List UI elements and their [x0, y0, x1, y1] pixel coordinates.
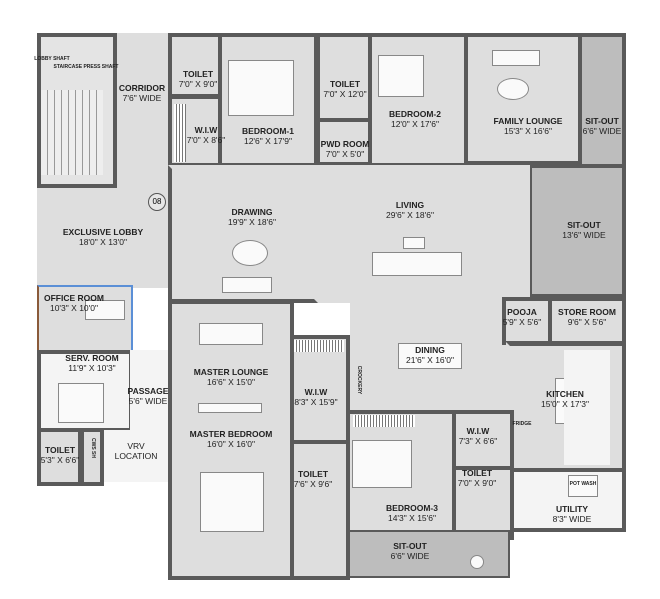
cws-shaft — [80, 428, 104, 486]
corridor — [117, 33, 169, 188]
bed — [228, 60, 294, 116]
marker-label: 08 — [148, 193, 166, 211]
bed — [58, 383, 104, 423]
sit-out-3 — [348, 530, 510, 578]
living — [318, 165, 530, 303]
bedroom-2 — [368, 33, 468, 167]
cws-label: CWS SH — [89, 438, 96, 458]
coffee-table — [232, 240, 268, 266]
sit-out-1 — [578, 33, 626, 168]
staircase — [41, 90, 103, 175]
counter — [564, 350, 610, 465]
vrv-location — [104, 430, 168, 482]
passage — [130, 350, 168, 432]
bed — [200, 472, 264, 532]
staircase-shaft-label: STAIRCASE PRESS SHAFT — [53, 64, 119, 71]
family-lounge — [464, 33, 582, 165]
pot-wash-label: POT WASH — [569, 481, 597, 488]
coffee-table — [497, 78, 529, 100]
coffee-table — [403, 237, 425, 249]
lobby-shaft-label: LOBBY SHAFT — [34, 56, 70, 63]
toilet-serv — [37, 428, 82, 486]
desk — [85, 300, 125, 320]
wardrobe — [294, 340, 344, 352]
sit-out-2 — [528, 164, 626, 298]
sofa — [492, 50, 540, 66]
sofa — [222, 277, 272, 293]
crockery-label: CROCKERY — [355, 365, 362, 395]
pot-wash — [568, 475, 598, 497]
toilet-master — [290, 440, 350, 580]
toilet-2 — [316, 33, 372, 123]
fridge-label: FRIDGE — [512, 421, 532, 428]
wardrobe — [353, 415, 415, 427]
sofa — [372, 252, 462, 276]
exclusive-lobby — [37, 188, 169, 288]
bed — [378, 55, 424, 97]
wiw-master — [290, 335, 350, 445]
sofa — [199, 323, 263, 345]
table — [470, 555, 484, 569]
pwd-room — [316, 118, 372, 166]
bed — [352, 440, 412, 488]
dining-table — [398, 343, 462, 369]
tv-unit — [198, 403, 262, 413]
wardrobe — [174, 104, 186, 162]
toilet-3 — [452, 466, 514, 540]
